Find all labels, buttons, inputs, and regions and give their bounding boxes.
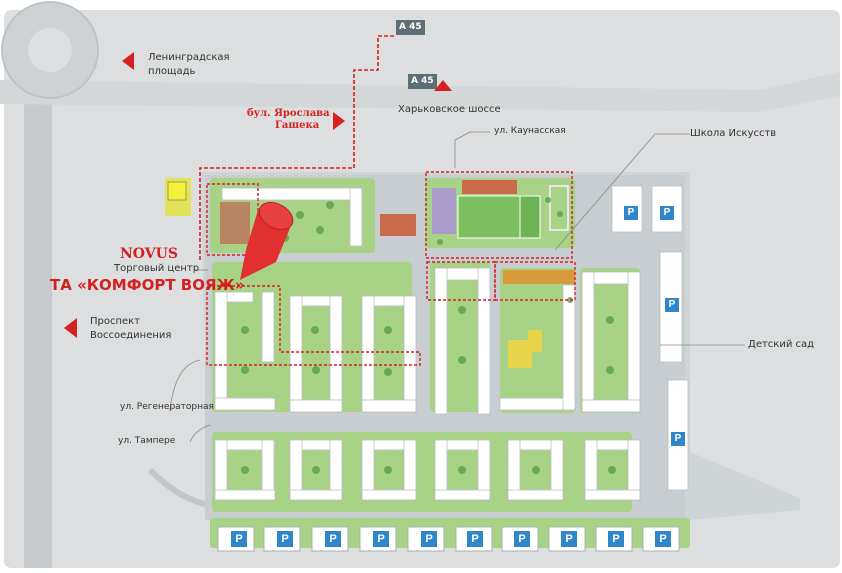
arrow-left-icon [122, 52, 134, 70]
label-tampere: ул. Тампере [118, 436, 176, 446]
parking-icon: P [373, 531, 389, 547]
parking-icon: P [325, 531, 341, 547]
label-kaunasskaya: ул. Каунасская [494, 126, 566, 136]
parking-icon: P [608, 531, 624, 547]
trees [241, 197, 616, 474]
residential-buildings [214, 185, 689, 501]
arrow-up-icon [434, 80, 452, 91]
route-sign-a45-top: А 45 [396, 20, 425, 35]
label-gashek-line1: бул. Ярослава [247, 108, 330, 119]
parking-icon: P [561, 531, 577, 547]
parking-icon: P [277, 531, 293, 547]
pushpin-icon [240, 201, 294, 280]
parking-icon: P [514, 531, 530, 547]
route-sign-a45: А 45 [408, 74, 437, 89]
kindergarten-building [508, 330, 542, 368]
label-leningradskaya-line1: Ленинградская [148, 52, 230, 63]
label-kharkovskoe: Харьковское шоссе [398, 104, 501, 115]
label-mall: ТА «КОМФОРТ ВОЯЖ» [50, 276, 245, 294]
label-novus: NOVUS [120, 246, 178, 262]
arrow-right-icon [333, 112, 345, 130]
label-kindergarten: Детский сад [748, 339, 815, 350]
label-gashek-line2: Гашека [275, 120, 320, 131]
label-regeneratornaya: ул. Регенераторная [120, 402, 214, 412]
parking-icon: P [665, 298, 679, 312]
parking-icon: P [231, 531, 247, 547]
label-vossoedineniya-line2: Воссоединения [90, 330, 172, 341]
parking-icon: P [467, 531, 483, 547]
route-line [199, 35, 396, 260]
shopping-center-building [220, 202, 250, 244]
school-building [503, 270, 575, 284]
kiosk-roof [167, 181, 187, 201]
label-school: Школа Искусств [690, 128, 777, 139]
label-trade-center: Торговый центр [114, 263, 200, 274]
leader-lines [169, 131, 745, 443]
parking-icon: P [660, 206, 674, 220]
parking-icon: P [655, 531, 671, 547]
label-vossoedineniya-line1: Проспект [90, 316, 141, 327]
arrow-left-icon [64, 318, 77, 338]
road-kharkovskoe [0, 72, 840, 112]
label-leningradskaya-line2: площадь [148, 66, 196, 77]
parking-icon: P [671, 432, 685, 446]
roundabout-center [28, 28, 72, 72]
road-curve [147, 467, 211, 508]
sports-fields [380, 180, 569, 239]
parking-icon: P [421, 531, 437, 547]
parking-icon: P [624, 206, 638, 220]
sports-hall-building [432, 188, 456, 234]
